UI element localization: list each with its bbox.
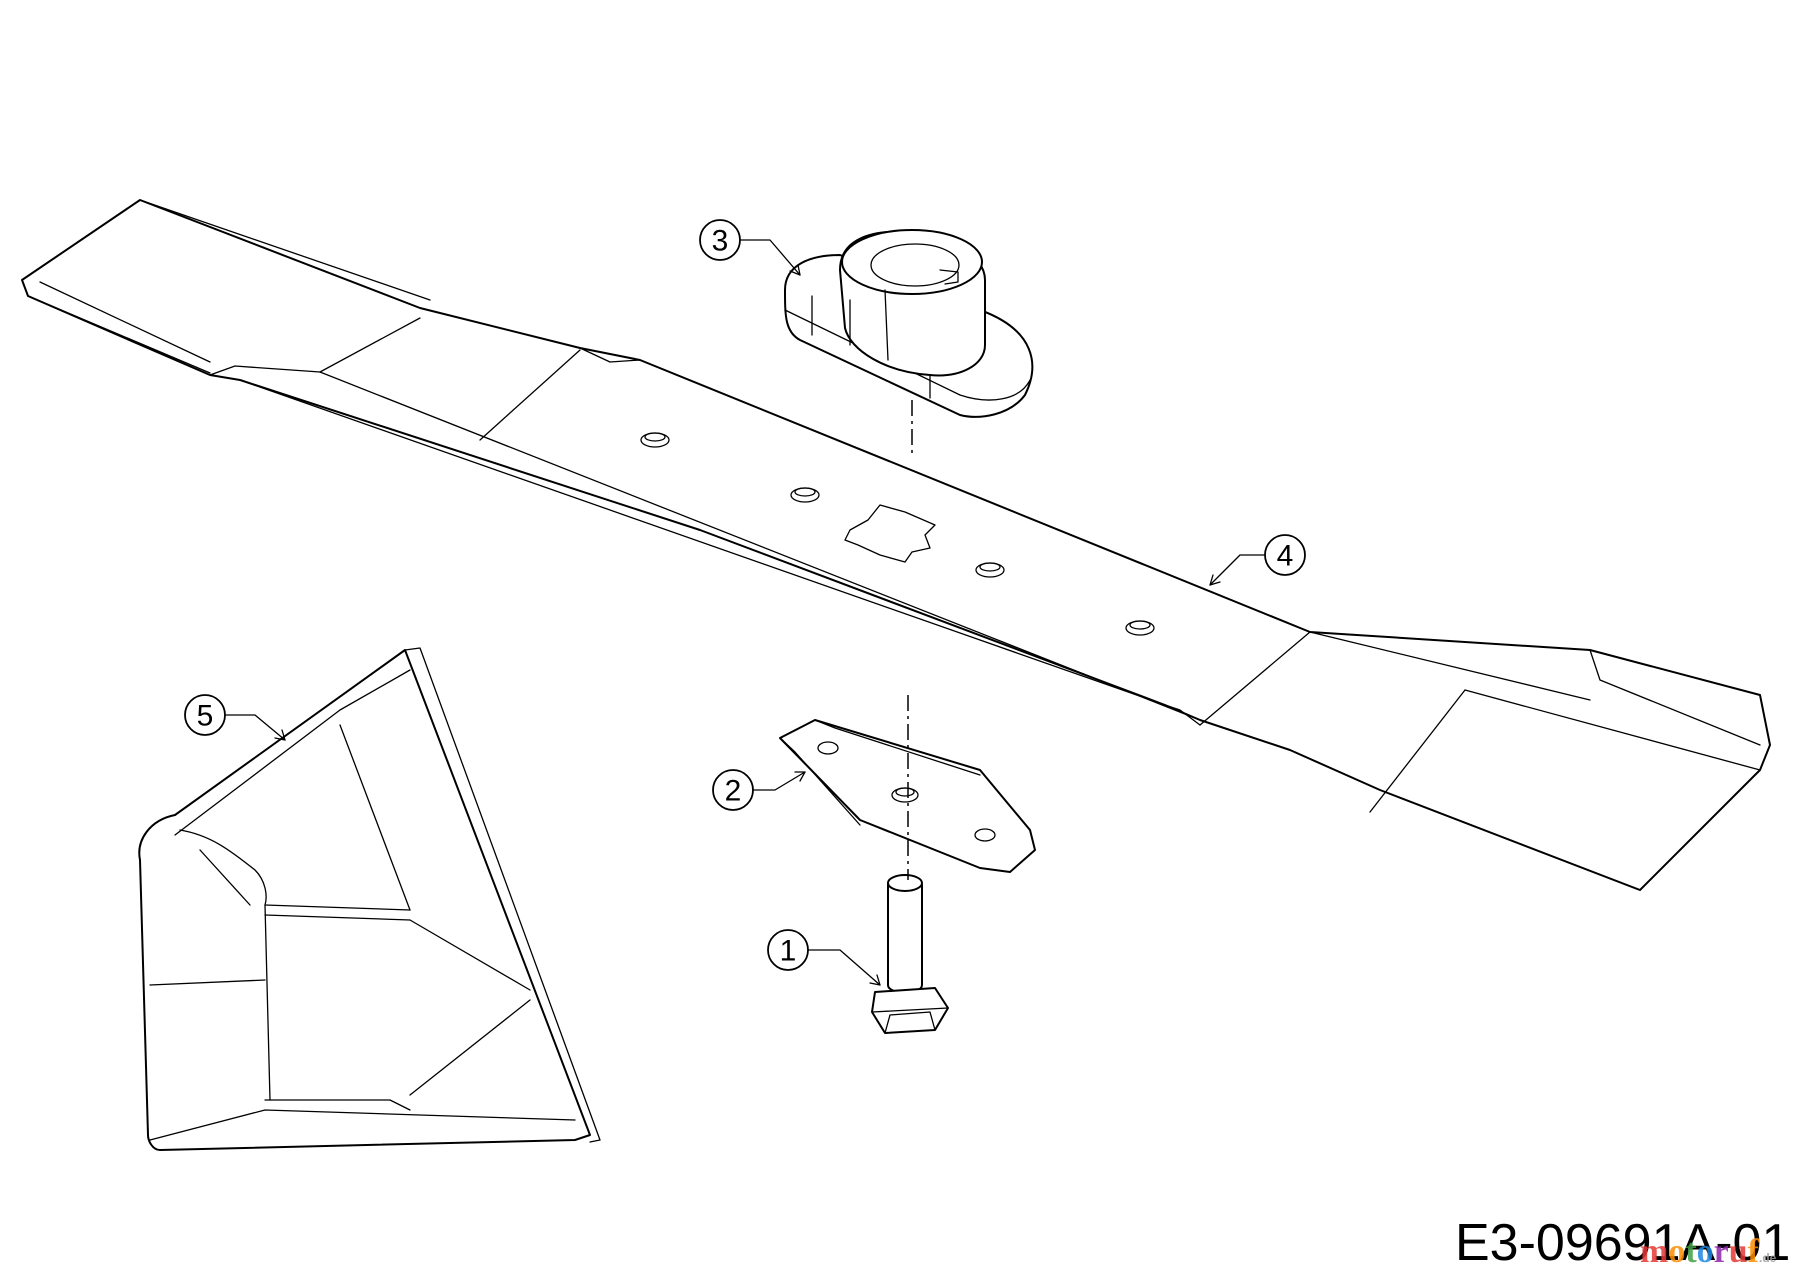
watermark-letter: f xyxy=(1748,1233,1760,1270)
watermark-suffix: .de xyxy=(1759,1251,1777,1265)
svg-text:motoruf.de: motoruf.de xyxy=(1640,1233,1777,1270)
watermark-letter: r xyxy=(1714,1233,1729,1270)
callout-leaders xyxy=(224,239,1266,986)
watermark-letter: u xyxy=(1729,1233,1748,1270)
hex-bolt-part-1 xyxy=(871,874,949,1034)
callout-4-label: 4 xyxy=(1277,540,1294,573)
callout-5-label: 5 xyxy=(197,700,214,733)
blade-adapter-part-3 xyxy=(784,229,1034,418)
watermark-letter: o xyxy=(1697,1233,1714,1270)
callout-2-label: 2 xyxy=(725,775,742,808)
callout-2: 2 xyxy=(712,769,754,811)
callout-3: 3 xyxy=(699,219,741,261)
callout-4: 4 xyxy=(1264,534,1306,576)
discharge-chute-part-5 xyxy=(138,647,601,1151)
watermark-letter: m xyxy=(1640,1233,1668,1270)
watermark-brand: motoruf xyxy=(1640,1233,1760,1270)
callout-5: 5 xyxy=(184,694,226,736)
drawing-number: E3-09691A-01 xyxy=(1455,1214,1790,1272)
callout-3-label: 3 xyxy=(712,225,729,258)
blade-part-4 xyxy=(21,199,1771,891)
watermark-logo: motoruf.de xyxy=(1640,1233,1777,1270)
watermark-letter: o xyxy=(1668,1233,1685,1270)
callout-1: 1 xyxy=(767,929,809,971)
callout-1-label: 1 xyxy=(780,935,797,968)
watermark-letter: t xyxy=(1685,1233,1697,1270)
